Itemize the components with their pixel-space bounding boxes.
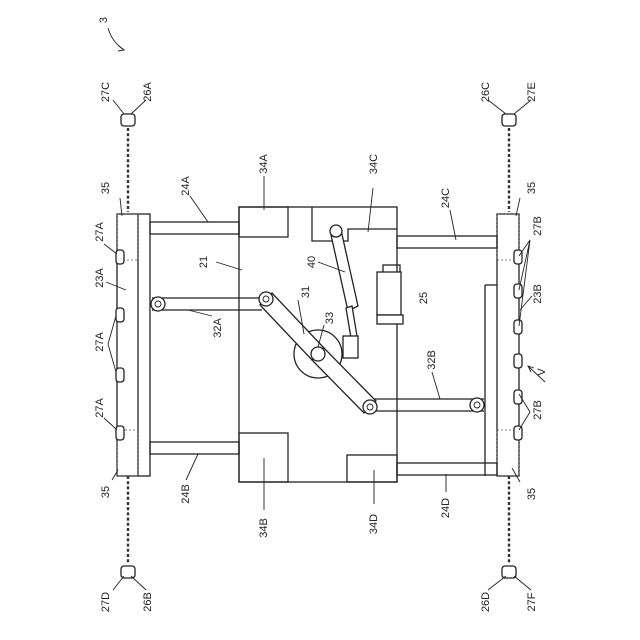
roller-27A-2 xyxy=(116,308,124,322)
actuator-40-cylinder xyxy=(331,230,358,311)
leader-24B xyxy=(186,454,198,480)
label-34C: 34C xyxy=(368,154,380,174)
label-26C: 26C xyxy=(480,82,492,102)
label-27A-3: 27A xyxy=(94,398,106,418)
roller-27E xyxy=(502,114,516,126)
roller-27A-4 xyxy=(116,426,124,440)
label-27E: 27E xyxy=(526,82,538,102)
label-24D: 24D xyxy=(440,498,452,518)
bar-24B xyxy=(150,442,239,454)
actuator-40-rod xyxy=(346,306,357,338)
roller-27B-3 xyxy=(514,320,522,334)
bar-24C xyxy=(397,236,497,248)
label-26B: 26B xyxy=(142,592,154,612)
block-34A xyxy=(239,207,288,237)
label-27A-1: 27A xyxy=(94,222,106,242)
label-35-bl: 35 xyxy=(100,486,112,498)
leader-27A-1 xyxy=(104,244,117,254)
label-34A: 34A xyxy=(258,154,270,174)
block-34D xyxy=(347,455,397,482)
figure-arrow xyxy=(108,28,124,50)
label-34B: 34B xyxy=(258,518,270,538)
label-27B-2: 27B xyxy=(532,400,544,420)
leader-27D xyxy=(113,576,124,590)
label-26D: 26D xyxy=(480,592,492,612)
label-V: V xyxy=(536,368,548,376)
shaft-33 xyxy=(311,347,325,361)
label-25: 25 xyxy=(418,292,430,304)
crank-pin-lower-outer xyxy=(363,400,377,414)
label-27B-1: 27B xyxy=(532,216,544,236)
actuator-40-end xyxy=(343,336,358,358)
leader-35-tr xyxy=(516,198,520,216)
leader-26D xyxy=(488,576,506,590)
bar-24D xyxy=(397,463,497,475)
leader-23A xyxy=(106,282,126,290)
link-32B-pin-outer xyxy=(470,398,484,412)
label-23A: 23A xyxy=(94,268,106,288)
roller-27B-1 xyxy=(514,250,522,264)
leader-24A xyxy=(190,196,208,222)
label-35-tl: 35 xyxy=(100,182,112,194)
component-25-body xyxy=(377,272,401,315)
link-32A-pin-outer xyxy=(151,297,165,311)
label-26A: 26A xyxy=(142,82,154,102)
roller-27C xyxy=(121,114,135,126)
label-31: 31 xyxy=(300,286,312,298)
roller-27B-4 xyxy=(514,354,522,368)
block-34C xyxy=(312,207,397,241)
roller-27A-3 xyxy=(116,368,124,382)
label-34D: 34D xyxy=(368,514,380,534)
label-24B: 24B xyxy=(180,484,192,504)
label-40: 40 xyxy=(306,256,318,268)
leader-32A xyxy=(188,310,212,316)
label-27A-2: 27A xyxy=(94,332,106,352)
label-23B: 23B xyxy=(532,284,544,304)
label-35-tr: 35 xyxy=(526,182,538,194)
figure-arrowhead xyxy=(118,46,124,51)
label-24C: 24C xyxy=(440,188,452,208)
actuator-40-pivot xyxy=(330,225,342,237)
label-figure-number: 3 xyxy=(98,17,110,23)
label-21: 21 xyxy=(198,256,210,268)
leader-27A-3 xyxy=(104,418,117,430)
component-25-base xyxy=(377,315,403,324)
leader-26B xyxy=(131,576,146,590)
block-34B xyxy=(239,433,288,482)
leader-32B xyxy=(432,372,440,399)
leader-27B-1 xyxy=(519,240,530,326)
label-32B: 32B xyxy=(426,350,438,370)
label-35-br: 35 xyxy=(526,488,538,500)
label-24A: 24A xyxy=(180,176,192,196)
roller-27B-6 xyxy=(514,426,522,440)
label-27F: 27F xyxy=(526,592,538,611)
label-33: 33 xyxy=(324,312,336,324)
label-27C: 27C xyxy=(100,82,112,102)
label-27D: 27D xyxy=(100,592,112,612)
leader-27F xyxy=(514,576,531,590)
leader-35-tl xyxy=(120,198,122,216)
roller-27D xyxy=(121,566,135,578)
bar-24A xyxy=(150,222,239,234)
leader-21 xyxy=(216,262,242,270)
leader-27C xyxy=(113,100,124,114)
roller-27B-2 xyxy=(514,284,522,298)
leader-34C xyxy=(368,188,373,232)
leader-27A-2 xyxy=(108,316,116,372)
label-32A: 32A xyxy=(212,318,224,338)
crank-pin-upper-outer xyxy=(259,292,273,306)
roller-27A-1 xyxy=(116,250,124,264)
